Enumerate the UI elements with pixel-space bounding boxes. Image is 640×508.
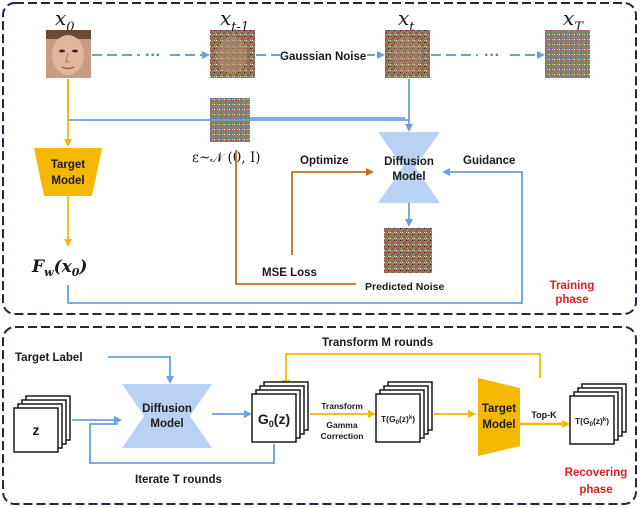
target-model-training: Target Model	[34, 148, 102, 196]
target-label-arrow	[108, 356, 174, 384]
target-model-recovering: Target Model	[478, 378, 520, 456]
svg-text:Diffusion: Diffusion	[384, 156, 434, 168]
svg-text:Model: Model	[482, 419, 515, 431]
svg-text:Model: Model	[51, 175, 84, 187]
epsilon-distribution-label: ε~𝒩 (0, I)	[192, 150, 261, 166]
transform-m-label: Transform M rounds	[322, 337, 433, 349]
topk-label: Top-K	[531, 410, 557, 420]
diffusion-model-recovering: Diffusion Model	[122, 384, 212, 448]
optimize-label: Optimize	[300, 155, 349, 167]
diffusion-model-training: Diffusion Model	[378, 132, 440, 203]
z-stack: z	[13, 395, 71, 453]
transformed-stack: T(G0(z)k)	[375, 381, 433, 443]
topk-result-stack: T(G0(z)k)	[569, 383, 627, 445]
x0-label: x0	[55, 6, 75, 35]
mse-loss-line	[235, 150, 356, 285]
svg-text:G0(z): G0(z)	[258, 411, 290, 429]
gamma-label: Gamma	[326, 420, 357, 430]
svg-text:Target: Target	[51, 159, 85, 171]
mse-loss-label: MSE Loss	[262, 267, 317, 279]
xt-label: xt	[398, 6, 415, 35]
svg-text:Diffusion: Diffusion	[142, 403, 192, 415]
gaussian-noise-label: Gaussian Noise	[280, 51, 366, 63]
training-phase-label-2: phase	[555, 294, 588, 306]
guidance-label: Guidance	[463, 155, 515, 167]
transform-label: Transform	[321, 401, 363, 411]
optimize-arrow	[291, 168, 374, 255]
fw-x0-label: Fw(x0)	[31, 257, 87, 279]
iterate-label: Iterate T rounds	[135, 474, 222, 486]
target-label-text: Target Label	[15, 352, 83, 364]
svg-text:Model: Model	[392, 171, 425, 183]
recovering-phase-label: Recovering	[565, 467, 628, 479]
transform-m-arrow	[282, 353, 541, 388]
iterate-loop-arrow	[89, 423, 275, 464]
correction-label: Correction	[321, 431, 364, 441]
guidance-arrow	[67, 168, 523, 304]
training-phase-label: Training	[550, 280, 595, 292]
recovering-phase-label-2: phase	[579, 484, 612, 496]
svg-text:Target: Target	[482, 403, 516, 415]
x0-face-image	[46, 30, 91, 78]
training-panel	[2, 2, 637, 315]
svg-text:z: z	[33, 422, 40, 438]
recovering-panel	[2, 326, 637, 505]
svg-text:T(G0(z)k): T(G0(z)k)	[381, 414, 415, 426]
predicted-noise-label: Predicted Noise	[365, 281, 445, 293]
svg-text:T(G0(z)k): T(G0(z)k)	[575, 416, 609, 428]
xt-noisy-image	[385, 30, 430, 78]
predicted-noise-image	[384, 228, 432, 273]
xT-noise-image	[545, 30, 590, 78]
xT-label: xT	[563, 6, 584, 35]
svg-text:Model: Model	[150, 418, 183, 430]
dots-2: ···	[484, 47, 500, 64]
g0z-stack: G0(z)	[251, 381, 309, 443]
xt1-noisy-image	[210, 30, 255, 78]
dots-1: ···	[145, 47, 161, 64]
